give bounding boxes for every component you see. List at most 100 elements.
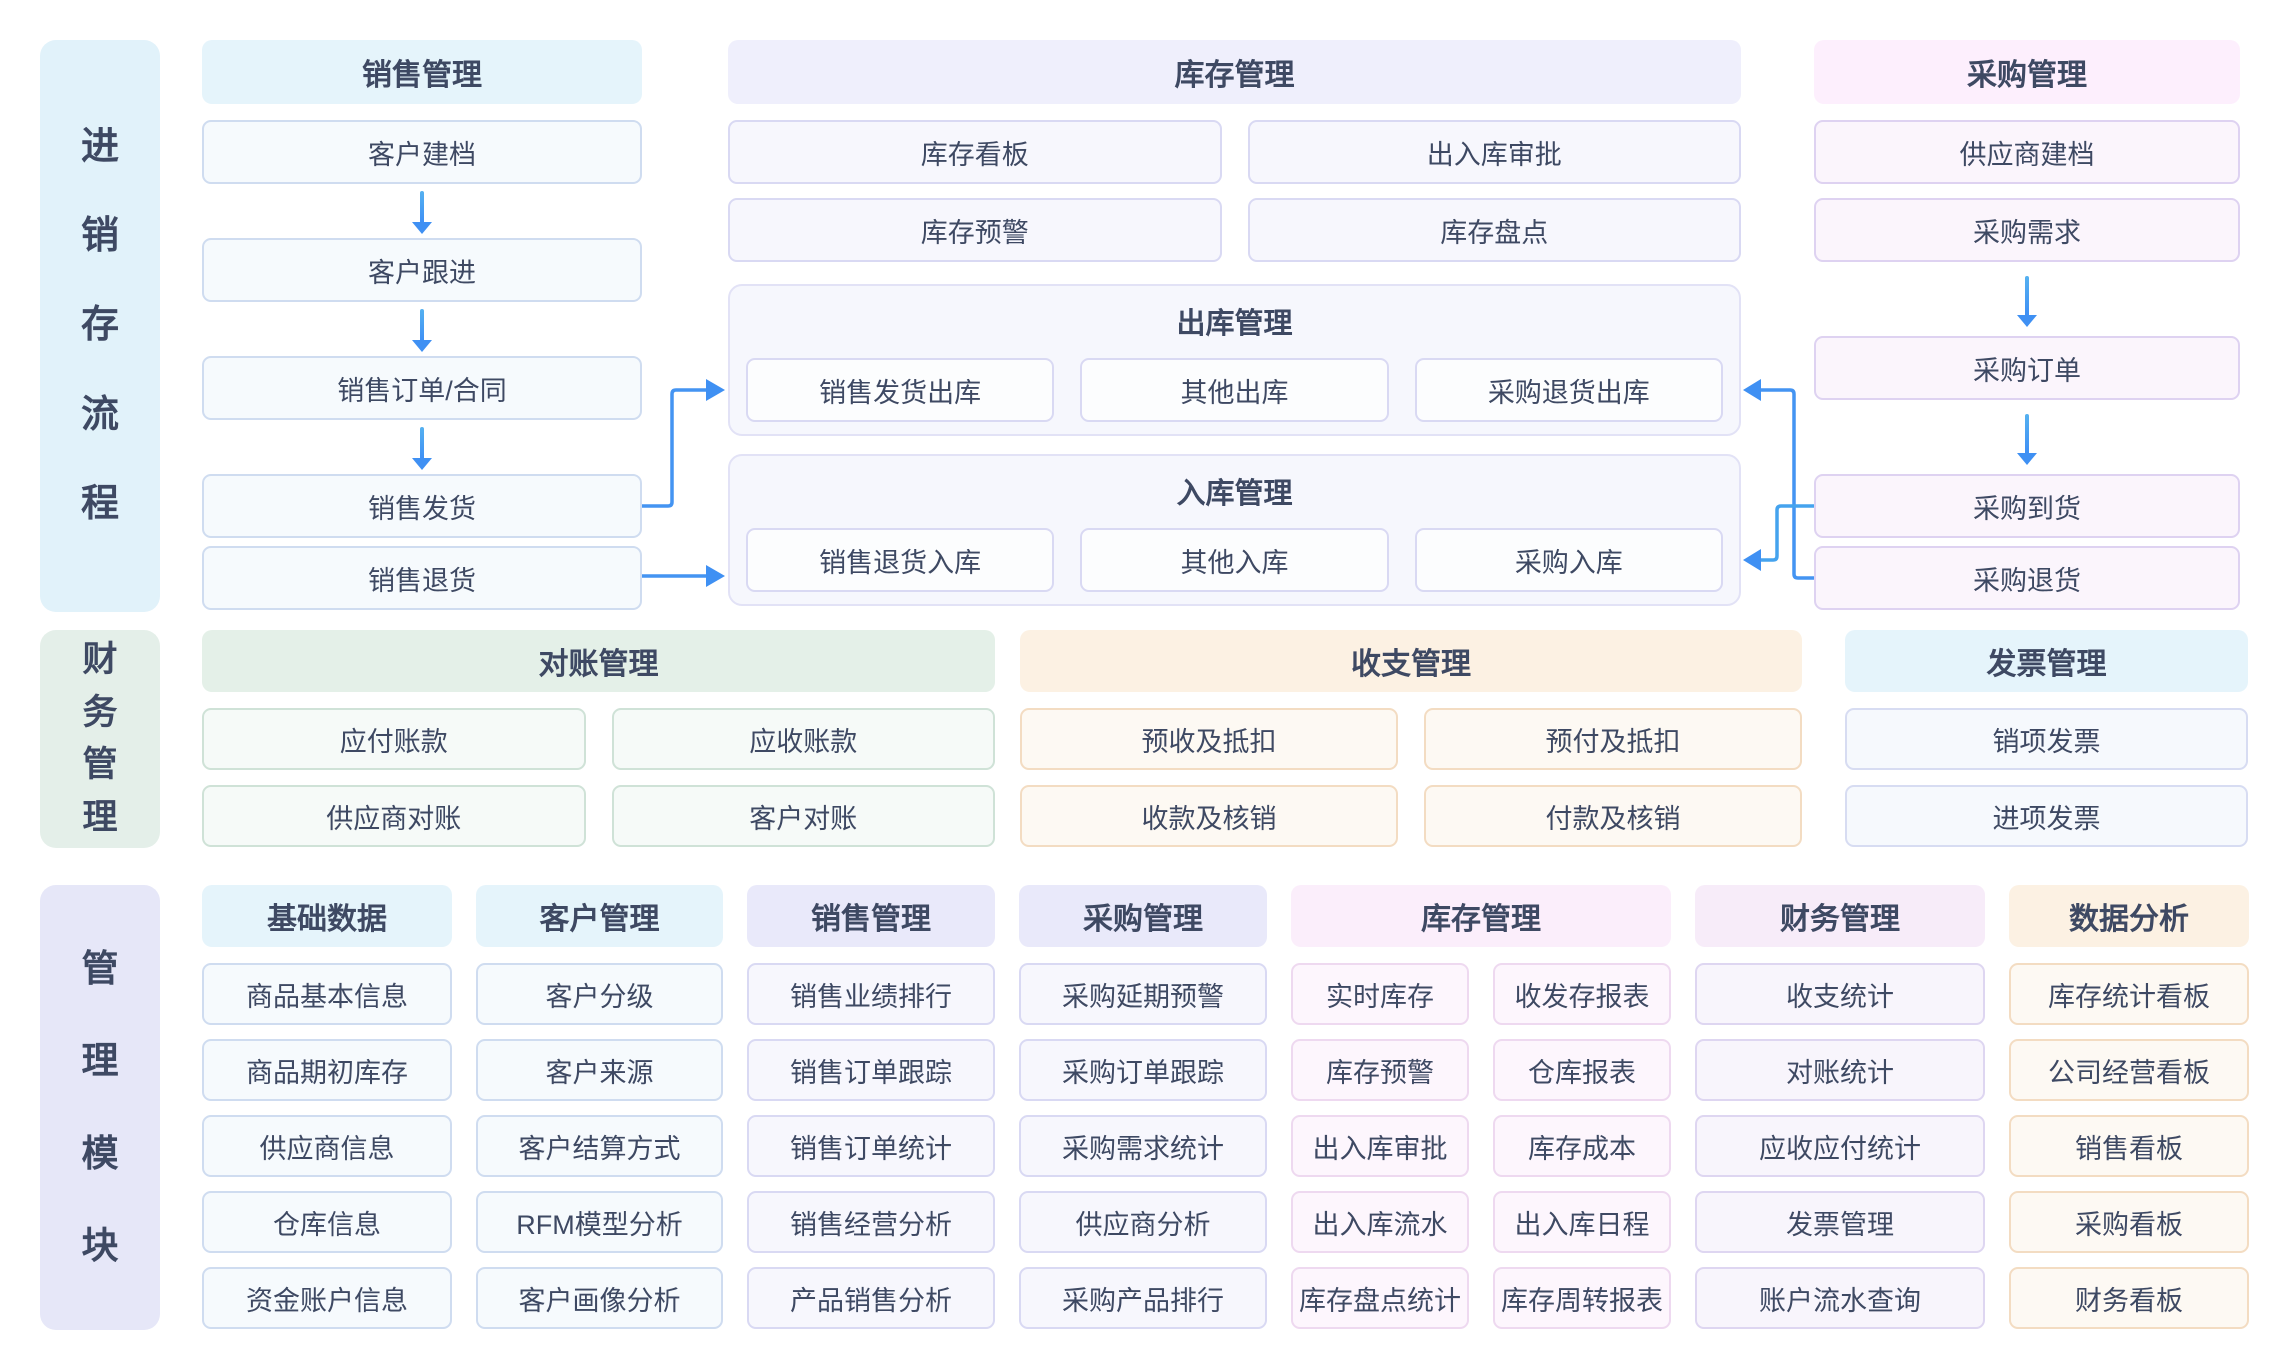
down-arrow-icon (202, 420, 642, 474)
inventory-right-stack: 收发存报表 仓库报表 库存成本 出入库日程 库存周转报表 (1493, 963, 1671, 1329)
module-box: 库存预警 (1291, 1039, 1469, 1101)
module-box: 库存盘点统计 (1291, 1267, 1469, 1329)
module-box: 商品基本信息 (202, 963, 452, 1025)
inventory-left-stack: 实时库存 库存预警 出入库审批 出入库流水 库存盘点统计 (1291, 963, 1469, 1329)
outbound-boxes: 销售发货出库 其他出库 采购退货出库 (746, 358, 1723, 422)
module-box: 销售订单统计 (747, 1115, 995, 1177)
flow-box: 库存看板 (728, 120, 1222, 184)
flow-box: 采购退货出库 (1414, 358, 1723, 422)
sales-mgmt-header: 销售管理 (747, 885, 995, 947)
module-box: 库存周转报表 (1493, 1267, 1671, 1329)
cashflow-boxes: 预收及抵扣 预付及抵扣 收款及核销 付款及核销 (1020, 708, 1802, 847)
module-box: 客户来源 (476, 1039, 723, 1101)
module-box: 销售业绩排行 (747, 963, 995, 1025)
modules-sidebar-label: 管理模块 (81, 947, 119, 1267)
inbound-group: 入库管理 销售退货入库 其他入库 采购入库 (728, 454, 1741, 606)
finance-sidebar: 财务管理 (40, 630, 160, 848)
reconciliation-header: 对账管理 (202, 630, 995, 692)
inventory-box-grid: 库存看板 出入库审批 (728, 120, 1741, 184)
finance-box: 进项发票 (1845, 785, 2248, 847)
modules-basic-column: 基础数据 商品基本信息 商品期初库存 供应商信息 仓库信息 资金账户信息 (202, 885, 452, 1330)
module-box: 资金账户信息 (202, 1267, 452, 1329)
modules-customer-column: 客户管理 客户分级 客户来源 客户结算方式 RFM模型分析 客户画像分析 (476, 885, 723, 1330)
flow-sales-column: 销售管理 客户建档 客户跟进 销售订单/合同 销售发货 销售退货 (202, 40, 642, 612)
module-box: 库存统计看板 (2009, 963, 2249, 1025)
down-arrow-icon (202, 184, 642, 238)
module-box: 采购延期预警 (1019, 963, 1267, 1025)
flow-box: 客户跟进 (202, 238, 642, 302)
module-box: 收支统计 (1695, 963, 1985, 1025)
sales-header: 销售管理 (202, 40, 642, 104)
reconciliation-boxes: 应付账款 应收账款 供应商对账 客户对账 (202, 708, 995, 847)
modules-inventory-column: 库存管理 实时库存 库存预警 出入库审批 出入库流水 库存盘点统计 收发存报表 … (1291, 885, 1671, 1330)
module-box: RFM模型分析 (476, 1191, 723, 1253)
flow-box: 采购到货 (1814, 474, 2240, 538)
finance-box: 供应商对账 (202, 785, 586, 847)
inventory-mgmt-header: 库存管理 (1291, 885, 1671, 947)
module-box: 出入库日程 (1493, 1191, 1671, 1253)
modules-sales-column: 销售管理 销售业绩排行 销售订单跟踪 销售订单统计 销售经营分析 产品销售分析 (747, 885, 995, 1330)
modules-finance-column: 财务管理 收支统计 对账统计 应收应付统计 发票管理 账户流水查询 (1695, 885, 1985, 1330)
module-box: 供应商信息 (202, 1115, 452, 1177)
inventory-duo: 实时库存 库存预警 出入库审批 出入库流水 库存盘点统计 收发存报表 仓库报表 … (1291, 963, 1671, 1329)
flow-sidebar-label: 进销存流程 (80, 125, 119, 525)
module-box: 账户流水查询 (1695, 1267, 1985, 1329)
finance-box: 付款及核销 (1424, 785, 1802, 847)
modules-sidebar: 管理模块 (40, 885, 160, 1330)
flow-box: 出入库审批 (1247, 120, 1741, 184)
flow-inventory-column: 库存管理 库存看板 出入库审批 库存预警 库存盘点 出库管理 销售发货出库 其他… (728, 40, 1741, 612)
module-box: 销售订单跟踪 (747, 1039, 995, 1101)
finance-box: 客户对账 (611, 785, 995, 847)
finance-box: 应付账款 (202, 708, 586, 770)
inventory-box-grid: 库存预警 库存盘点 (728, 198, 1741, 262)
modules-section: 管理模块 基础数据 商品基本信息 商品期初库存 供应商信息 仓库信息 资金账户信… (40, 885, 2288, 1330)
flow-box: 客户建档 (202, 120, 642, 184)
flow-box: 采购退货 (1814, 546, 2240, 610)
flow-box: 销售退货入库 (746, 528, 1055, 592)
flow-box: 销售订单/合同 (202, 356, 642, 420)
data-analysis-header: 数据分析 (2009, 885, 2249, 947)
module-box: 出入库审批 (1291, 1115, 1469, 1177)
finance-sidebar-label: 财务管理 (82, 640, 118, 837)
module-box: 销售看板 (2009, 1115, 2249, 1177)
module-box: 财务看板 (2009, 1267, 2249, 1329)
connector-sales-to-warehouse-icon (642, 379, 725, 587)
finance-box: 销项发票 (1845, 708, 2248, 770)
down-arrow-icon (1814, 262, 2240, 336)
module-box: 采购订单跟踪 (1019, 1039, 1267, 1101)
module-box: 库存成本 (1493, 1115, 1671, 1177)
down-arrow-icon (1814, 400, 2240, 474)
flow-purchase-column: 采购管理 供应商建档 采购需求 采购订单 采购到货 采购退货 (1814, 40, 2240, 612)
inventory-header: 库存管理 (728, 40, 1741, 104)
outbound-group: 出库管理 销售发货出库 其他出库 采购退货出库 (728, 284, 1741, 436)
module-box: 发票管理 (1695, 1191, 1985, 1253)
module-box: 客户结算方式 (476, 1115, 723, 1177)
module-box: 出入库流水 (1291, 1191, 1469, 1253)
module-box: 供应商分析 (1019, 1191, 1267, 1253)
module-box: 客户画像分析 (476, 1267, 723, 1329)
flow-box: 采购入库 (1414, 528, 1723, 592)
flow-box: 其他出库 (1080, 358, 1389, 422)
flow-sidebar: 进销存流程 (40, 40, 160, 612)
outbound-header: 出库管理 (1176, 308, 1293, 340)
finance-mgmt-header: 财务管理 (1695, 885, 1985, 947)
module-box: 仓库报表 (1493, 1039, 1671, 1101)
flow-box: 其他入库 (1080, 528, 1389, 592)
module-box: 采购需求统计 (1019, 1115, 1267, 1177)
flow-box: 供应商建档 (1814, 120, 2240, 184)
module-box: 公司经营看板 (2009, 1039, 2249, 1101)
invoice-header: 发票管理 (1845, 630, 2248, 692)
basic-data-header: 基础数据 (202, 885, 452, 947)
module-box: 销售经营分析 (747, 1191, 995, 1253)
cashflow-header: 收支管理 (1020, 630, 1802, 692)
module-box: 收发存报表 (1493, 963, 1671, 1025)
modules-analysis-column: 数据分析 库存统计看板 公司经营看板 销售看板 采购看板 财务看板 (2009, 885, 2249, 1330)
customer-mgmt-header: 客户管理 (476, 885, 723, 947)
flow-box: 销售退货 (202, 546, 642, 610)
connector-purchase-to-warehouse-icon (1743, 379, 1814, 580)
finance-box: 应收账款 (611, 708, 995, 770)
module-box: 应收应付统计 (1695, 1115, 1985, 1177)
reconciliation-group: 对账管理 应付账款 应收账款 供应商对账 客户对账 (202, 630, 995, 848)
module-box: 对账统计 (1695, 1039, 1985, 1101)
flow-section: 进销存流程 销售管理 客户建档 客户跟进 销售订单/合同 销售发货 销售退货 库… (40, 40, 2288, 612)
